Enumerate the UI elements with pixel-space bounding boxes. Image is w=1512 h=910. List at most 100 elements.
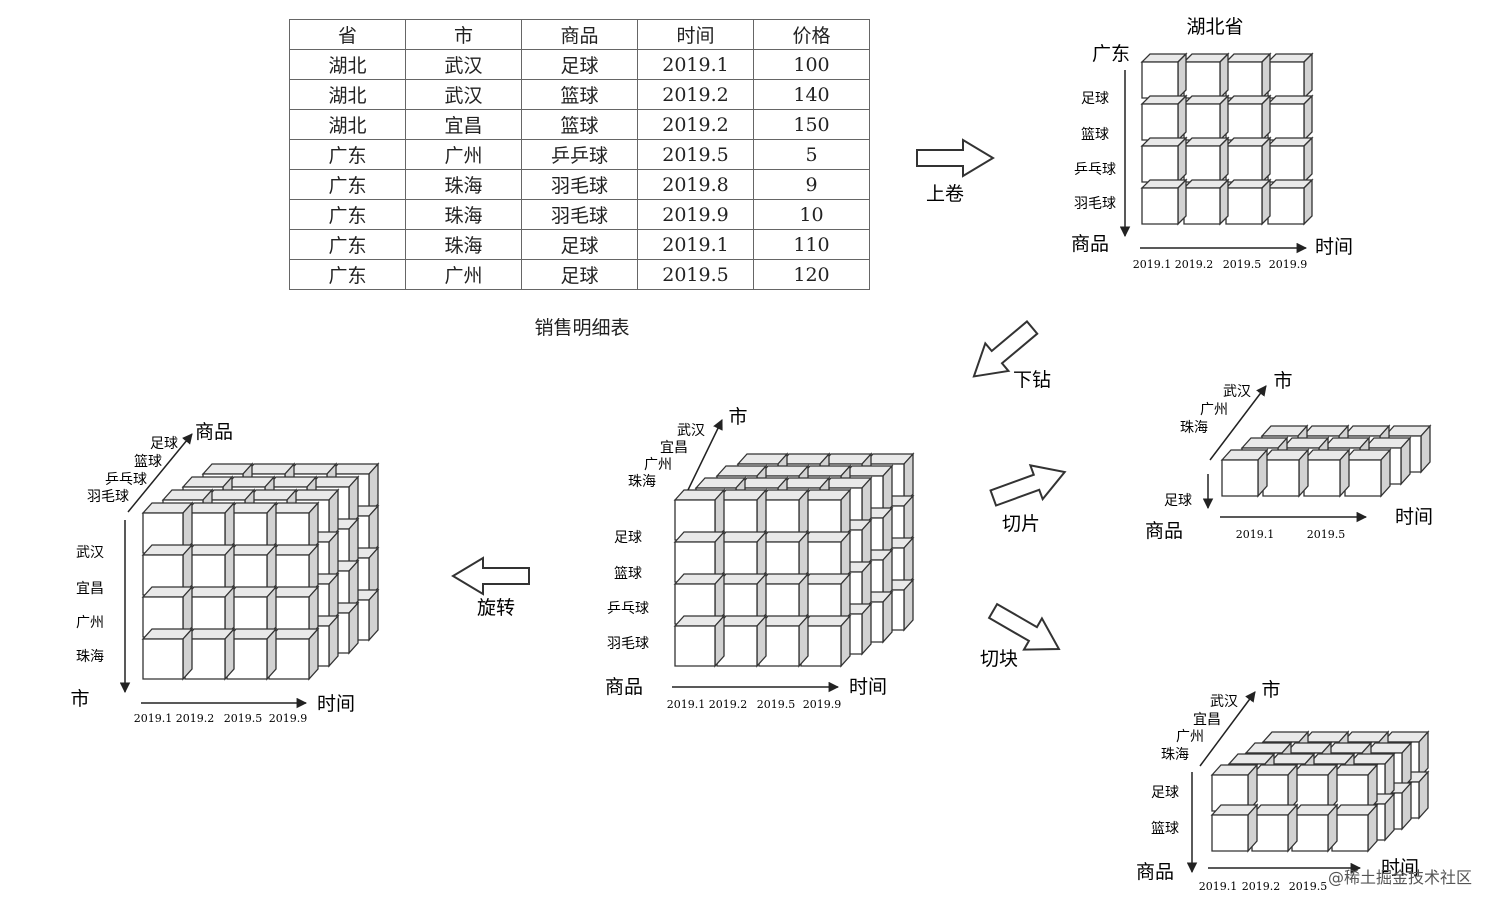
slice-city-axis [1209,385,1267,461]
table-cell: 足球 [521,259,638,290]
center-city-label: 珠海 [628,474,656,490]
table-cell: 110 [753,229,870,260]
center-city-axis [687,419,723,491]
table-cell: 广东 [289,139,406,170]
table-cell: 广州 [405,259,522,290]
rollup-top-label: 广东 [1092,43,1130,65]
slice-goods-label: 足球 [1164,493,1192,509]
rollup-time-tick: 2019.5 [1223,258,1262,271]
cube-face [1267,145,1305,183]
cube-face [1225,61,1263,99]
dice-city-label: 武汉 [1210,694,1238,710]
table-cell: 宜昌 [405,109,522,140]
dice-arrow-icon [987,602,1061,651]
cube-face [1261,178,1271,226]
cube-face [1303,459,1341,497]
rollup-goods-label: 乒乓球 [1074,162,1116,178]
table-cell: 武汉 [405,79,522,110]
rotate-city-label: 宜昌 [76,581,104,597]
table-cell: 2019.8 [637,169,754,200]
table-cell: 5 [753,139,870,170]
cube-face [674,625,716,667]
slice-label: 切片 [1002,513,1040,535]
table-cell: 2019.1 [637,229,754,260]
cube-face [1225,145,1263,183]
rollup-goods-label: 足球 [1081,91,1109,107]
table-caption: 销售明细表 [534,317,630,339]
slice-cube-grid [1220,424,1432,498]
drilldown-label: 下钻 [1013,369,1051,391]
center-cube-grid [673,452,915,668]
table-cell: 广东 [289,259,406,290]
center-goods-axis-label: 商品 [605,676,643,698]
rotate-goods-label: 足球 [150,436,178,452]
cube-face [1303,178,1313,226]
rotate-cube-grid [141,462,380,681]
center-time-axis-label: 时间 [849,676,887,698]
slice-time-tick: 2019.1 [1236,528,1275,541]
rotate-goods-axis-label: 商品 [195,421,233,443]
cube-face [1177,52,1187,100]
center-time-tick: 2019.1 [667,698,706,711]
center-time-tick: 2019.9 [803,698,842,711]
cube-face [1267,103,1305,141]
table-cell: 广东 [289,229,406,260]
table-cell: 羽毛球 [521,199,638,230]
cube-face [1219,52,1229,100]
cube-face [1261,136,1271,184]
table-cell: 羽毛球 [521,169,638,200]
rollup-time-tick: 2019.1 [1133,258,1172,271]
table-header-row: 省 市 商品 时间 价格 [289,19,870,50]
header-province: 省 [289,19,406,50]
header-time: 时间 [637,19,754,50]
table-cell: 140 [753,79,870,110]
dice-label: 切块 [980,648,1018,670]
cube-face [1183,187,1221,225]
dice-time-axis-label: 时间 [1381,857,1419,879]
table-cell: 100 [753,49,870,80]
center-time-tick: 2019.5 [757,698,796,711]
rollup-goods-axis-label: 商品 [1071,233,1109,255]
rotate-goods-axis [127,433,193,513]
rollup-label: 上卷 [926,183,964,205]
center-city-label: 武汉 [677,423,705,439]
cube-face [1177,136,1187,184]
cube-face [1219,94,1229,142]
cube-face [1225,103,1263,141]
cube-face [1177,94,1187,142]
table-cell: 湖北 [289,109,406,140]
center-city-axis-label: 市 [728,406,747,428]
rotate-time-tick: 2019.1 [134,712,173,725]
table-cell: 篮球 [521,79,638,110]
slice-arrow-icon [989,464,1067,507]
drilldown-arrow-icon [972,320,1039,378]
header-city: 市 [405,19,522,50]
rollup-time-axis-label: 时间 [1315,236,1353,258]
cube-face [1261,52,1271,100]
slice-city-label: 武汉 [1223,384,1251,400]
table-cell: 120 [753,259,870,290]
cube-face [1141,187,1179,225]
rotate-time-tick: 2019.5 [224,712,263,725]
dice-city-label: 珠海 [1161,747,1189,763]
rotate-arrow-icon [451,556,530,596]
dice-goods-axis-label: 商品 [1136,861,1174,883]
rollup-time-tick: 2019.9 [1269,258,1308,271]
dice-goods-label: 篮球 [1151,821,1179,837]
dice-goods-label: 足球 [1151,785,1179,801]
dice-city-label: 广州 [1176,729,1204,745]
slice-city-label: 珠海 [1180,420,1208,436]
cube-face [1221,459,1259,497]
rotate-goods-label: 羽毛球 [87,489,129,505]
table-cell: 足球 [521,229,638,260]
cube-face [142,638,184,680]
table-cell: 2019.1 [637,49,754,80]
cube-face [1219,136,1229,184]
slice-city-label: 广州 [1200,402,1228,418]
